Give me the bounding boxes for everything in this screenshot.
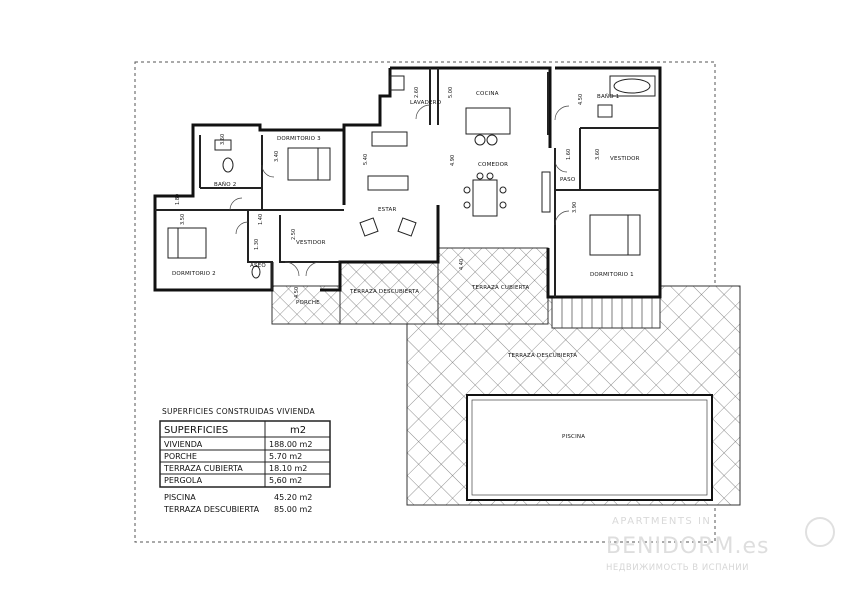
label-estar: ESTAR bbox=[378, 207, 396, 213]
svg-text:5.00: 5.00 bbox=[448, 87, 454, 98]
door-swings bbox=[229, 104, 570, 277]
label-terraza-descubierta-big: TERRAZA DESCUBIERTA bbox=[507, 353, 577, 359]
furniture bbox=[167, 75, 656, 279]
label-vestidor-left: VESTIDOR bbox=[296, 240, 326, 246]
row-value: 5.70 m2 bbox=[269, 452, 302, 461]
label-comedor: COMEDOR bbox=[478, 162, 508, 168]
extra-label: TERRAZA DESCUBIERTA bbox=[163, 505, 260, 514]
label-paso: PASO bbox=[560, 177, 576, 183]
extra-value: 85.00 m2 bbox=[274, 505, 312, 514]
label-porche: PORCHE bbox=[296, 300, 320, 306]
label-aseo: ASEO bbox=[250, 263, 266, 269]
row-label: VIVIENDA bbox=[164, 440, 203, 449]
extra-label: PISCINA bbox=[164, 493, 196, 502]
svg-text:2.60: 2.60 bbox=[414, 87, 420, 98]
svg-text:5.40: 5.40 bbox=[363, 154, 369, 165]
row-value: 188.00 m2 bbox=[269, 440, 312, 449]
watermark-line1: APARTMENTS IN bbox=[612, 516, 711, 527]
interior-walls bbox=[155, 68, 660, 297]
svg-text:1.80: 1.80 bbox=[175, 194, 181, 205]
svg-text:4.90: 4.90 bbox=[450, 155, 456, 166]
room-labels: COCINA LAVADERO BAÑO 1 DORMITORIO 3 COME… bbox=[172, 91, 640, 440]
pergola bbox=[551, 297, 661, 329]
label-vestidor-right: VESTIDOR bbox=[610, 156, 640, 162]
label-dormitorio3: DORMITORIO 3 bbox=[277, 136, 321, 142]
table-caption: SUPERFICIES CONSTRUIDAS VIVIENDA bbox=[162, 407, 315, 416]
label-dormitorio1: DORMITORIO 1 bbox=[590, 272, 634, 278]
label-cocina: COCINA bbox=[476, 91, 499, 97]
label-dormitorio2: DORMITORIO 2 bbox=[172, 271, 216, 277]
svg-text:3.60: 3.60 bbox=[220, 134, 226, 145]
row-value: 5,60 m2 bbox=[269, 476, 302, 485]
svg-text:4.40: 4.40 bbox=[459, 259, 465, 270]
svg-text:1.30: 1.30 bbox=[254, 239, 260, 250]
row-value: 18.10 m2 bbox=[269, 464, 307, 473]
svg-text:3.40: 3.40 bbox=[274, 151, 280, 162]
extra-value: 45.20 m2 bbox=[274, 493, 312, 502]
dimension-labels: 2.60 5.00 4.50 3.60 3.60 3.40 5.40 4.90 … bbox=[175, 87, 601, 298]
plot-boundary bbox=[134, 61, 716, 543]
svg-text:4.50: 4.50 bbox=[578, 94, 584, 105]
svg-text:4.50: 4.50 bbox=[294, 287, 300, 298]
exterior-walls bbox=[153, 66, 662, 299]
svg-text:2.50: 2.50 bbox=[291, 229, 297, 240]
pool bbox=[466, 394, 713, 501]
label-bano1: BAÑO 1 bbox=[597, 93, 619, 100]
watermark-logo-icon bbox=[805, 517, 835, 547]
svg-text:1.60: 1.60 bbox=[566, 149, 572, 160]
watermark-line2: BENIDORM.es bbox=[606, 534, 769, 559]
label-bano2: BAÑO 2 bbox=[214, 181, 236, 188]
svg-text:3.90: 3.90 bbox=[572, 202, 578, 213]
svg-text:3.60: 3.60 bbox=[595, 149, 601, 160]
watermark-line3: НЕДВИЖИМОСТЬ В ИСПАНИИ bbox=[606, 563, 749, 573]
row-label: PORCHE bbox=[164, 452, 197, 461]
label-terraza-descubierta-small: TERRAZA DESCUBIERTA bbox=[349, 289, 419, 295]
label-piscina: PISCINA bbox=[562, 434, 585, 440]
row-label: TERRAZA CUBIERTA bbox=[163, 464, 243, 473]
table-header-left: SUPERFICIES bbox=[164, 425, 228, 436]
svg-text:3.50: 3.50 bbox=[180, 214, 186, 225]
surface-table: SUPERFICIES CONSTRUIDAS VIVIENDA SUPERFI… bbox=[159, 407, 331, 514]
label-lavadero: LAVADERO bbox=[410, 100, 442, 106]
svg-text:1.40: 1.40 bbox=[258, 214, 264, 225]
label-terraza-cubierta: TERRAZA CUBIERTA bbox=[471, 285, 529, 291]
watermark: APARTMENTS IN BENIDORM.es НЕДВИЖИМОСТЬ В… bbox=[606, 516, 835, 573]
row-label: PERGOLA bbox=[164, 476, 203, 485]
table-header-right: m2 bbox=[290, 425, 306, 436]
